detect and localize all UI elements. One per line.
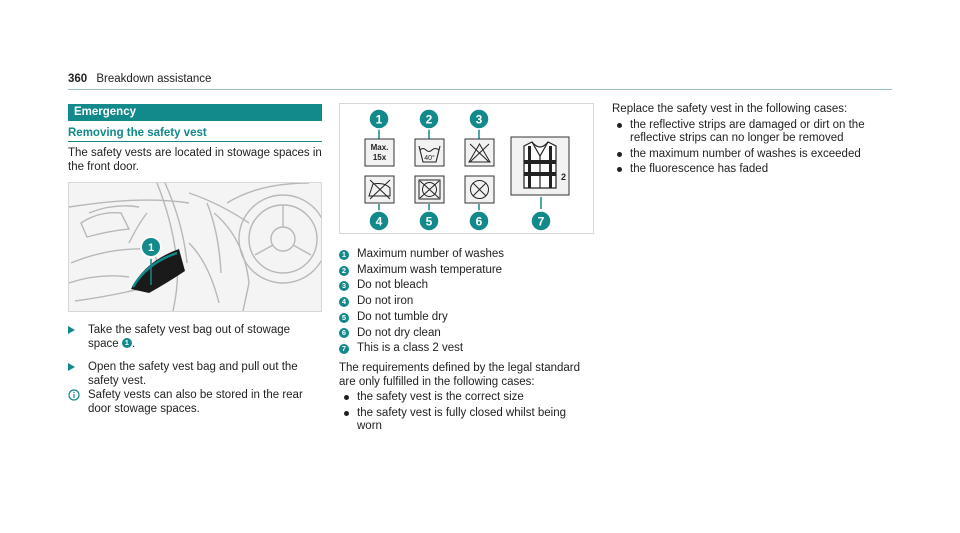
wash-temperature-label: 40° — [424, 154, 435, 162]
vest-class-label: 2 — [561, 172, 566, 182]
intro-text: The safety vests are located in stowage … — [68, 147, 322, 173]
step-arrow-icon — [68, 363, 75, 371]
emergency-banner: Emergency — [68, 104, 322, 121]
section-title: Breakdown assistance — [96, 73, 212, 85]
requirement-item: the safety vest is the correct size — [339, 391, 594, 405]
symbol-callout-4: 4 — [376, 215, 383, 229]
legend-item: 6 Do not dry clean — [339, 326, 594, 342]
replace-intro: Replace the safety vest in the following… — [612, 103, 848, 115]
photo-callout-1: 1 — [148, 242, 154, 254]
step-1-end: . — [131, 337, 136, 350]
note-text: Safety vests can also be stored in the r… — [88, 389, 303, 415]
requirements-section: The requirements defined by the legal st… — [339, 362, 594, 436]
no-dry-clean-icon — [470, 180, 489, 199]
step-1-text: Take the safety vest bag out of stowage … — [88, 324, 291, 350]
legend-number: 3 — [339, 281, 349, 292]
care-symbols-figure: 1 2 3 4 5 6 7 — [339, 103, 594, 234]
legend-number: 1 — [339, 249, 349, 260]
legend-item: 1 Maximum number of washes — [339, 247, 594, 263]
legend-number: 4 — [339, 296, 349, 307]
no-bleach-icon — [468, 143, 491, 163]
legend-number: 5 — [339, 312, 349, 323]
requirements-intro: The requirements defined by the legal st… — [339, 362, 581, 388]
symbol-legend: 1 Maximum number of washes 2 Maximum wash … — [339, 247, 594, 357]
header-rule — [68, 89, 892, 90]
info-icon — [68, 389, 80, 401]
note: Safety vests can also be stored in the r… — [68, 389, 322, 416]
requirements-list: the safety vest is the correct size the … — [339, 391, 594, 434]
step-1-callout: 1 — [121, 338, 132, 349]
page-number: 360 — [68, 73, 88, 85]
symbol-callout-7: 7 — [538, 215, 545, 229]
step-2-text: Open the safety vest bag and pull out th… — [88, 361, 298, 387]
no-iron-icon — [368, 179, 391, 200]
legend-text: This is a class 2 vest — [357, 342, 464, 355]
legend-item: 7 This is a class 2 vest — [339, 341, 594, 357]
care-symbols-drawing: 1 2 3 4 5 6 7 — [364, 108, 570, 232]
replace-list: the reflective strips are damaged or dir… — [612, 119, 872, 177]
door-stowage-drawing: 1 — [69, 183, 321, 311]
legend-text: Do not bleach — [357, 279, 428, 292]
replace-section: Replace the safety vest in the following… — [612, 103, 872, 179]
legend-item: 4 Do not iron — [339, 294, 594, 310]
subheading-rule — [68, 141, 322, 142]
replace-item: the maximum number of washes is exceeded — [612, 148, 872, 162]
no-tumble-dry-icon — [418, 179, 441, 200]
legend-item: 2 Maximum wash temperature — [339, 263, 594, 279]
legend-item: 5 Do not tumble dry — [339, 310, 594, 326]
legend-item: 3 Do not bleach — [339, 278, 594, 294]
door-stowage-illustration: 1 — [68, 182, 322, 312]
wash-tub-icon: 40° — [418, 145, 441, 163]
safety-vest-icon: 2 — [523, 141, 566, 189]
subheading: Removing the safety vest — [68, 127, 207, 139]
symbol-callout-5: 5 — [426, 215, 433, 229]
legend-number: 2 — [339, 265, 349, 276]
step-1: Take the safety vest bag out of stowage … — [68, 324, 322, 351]
step-arrow-icon — [68, 326, 75, 334]
step-2: Open the safety vest bag and pull out th… — [68, 361, 322, 388]
legend-text: Do not dry clean — [357, 326, 441, 339]
symbol-callout-3: 3 — [476, 113, 483, 127]
requirement-item: the safety vest is fully closed whilst b… — [339, 407, 594, 434]
legend-text: Maximum number of washes — [357, 248, 504, 260]
legend-text: Maximum wash temperature — [357, 263, 503, 276]
legend-text: Do not tumble dry — [357, 310, 448, 323]
replace-item: the reflective strips are damaged or dir… — [612, 119, 872, 146]
replace-item: the fluorescence has faded — [612, 163, 872, 177]
max-washes-label-2: 15x — [373, 153, 387, 162]
legend-text: Do not iron — [357, 295, 414, 308]
max-washes-label-1: Max. — [371, 143, 389, 152]
symbol-callout-1: 1 — [376, 113, 383, 127]
symbol-callout-6: 6 — [476, 215, 483, 229]
page-header: 360 Breakdown assistance — [68, 73, 211, 85]
legend-number: 6 — [339, 328, 349, 339]
symbol-callout-2: 2 — [426, 113, 433, 127]
legend-number: 7 — [339, 344, 349, 355]
